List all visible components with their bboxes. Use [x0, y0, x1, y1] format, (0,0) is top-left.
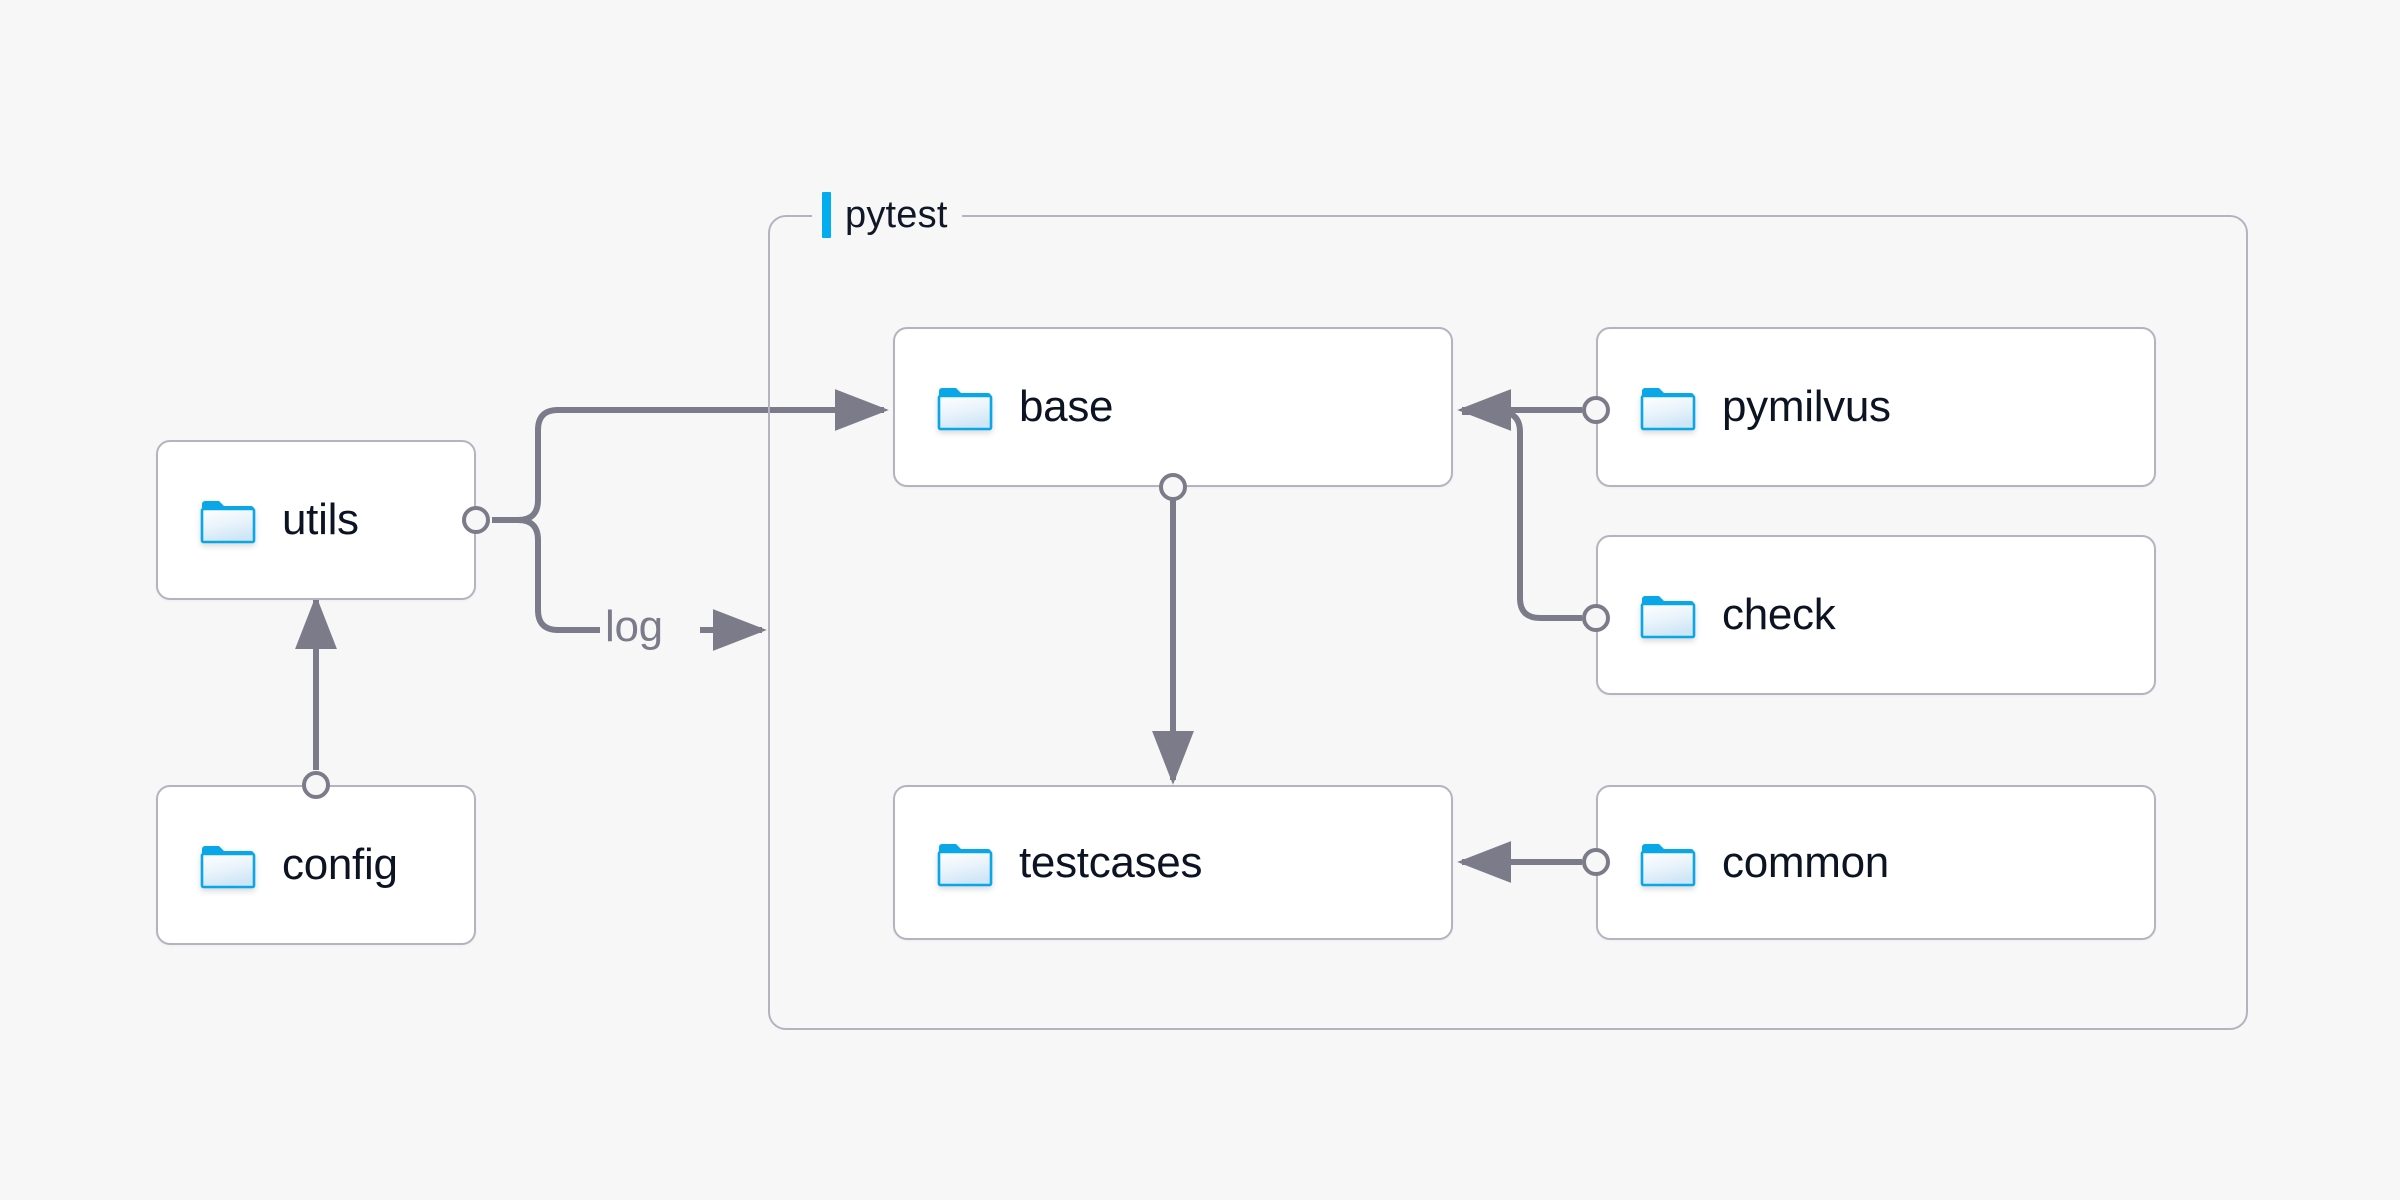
- node-base-label: base: [1019, 382, 1114, 431]
- port-utils-right[interactable]: [462, 506, 490, 534]
- node-testcases[interactable]: testcases: [893, 785, 1453, 940]
- node-config[interactable]: config: [156, 785, 476, 945]
- node-common-content: common: [1598, 838, 1889, 888]
- edge-label-log: log: [605, 602, 663, 651]
- folder-icon: [200, 501, 256, 544]
- port-base-bottom[interactable]: [1159, 473, 1187, 501]
- node-check-content: check: [1598, 590, 1836, 640]
- node-common[interactable]: common: [1596, 785, 2156, 940]
- node-pymilvus-label: pymilvus: [1722, 382, 1891, 431]
- folder-icon: [1640, 596, 1696, 639]
- node-utils-label: utils: [282, 495, 359, 544]
- folder-icon: [937, 843, 993, 886]
- port-check-left[interactable]: [1582, 604, 1610, 632]
- node-config-content: config: [158, 840, 398, 890]
- node-utils-content: utils: [158, 495, 359, 545]
- node-config-label: config: [282, 840, 398, 889]
- node-pymilvus-content: pymilvus: [1598, 382, 1891, 432]
- node-pymilvus[interactable]: pymilvus: [1596, 327, 2156, 487]
- node-common-label: common: [1722, 837, 1889, 887]
- port-config-top[interactable]: [302, 771, 330, 799]
- node-check-label: check: [1722, 590, 1836, 639]
- node-base-content: base: [895, 382, 1114, 432]
- group-pytest-label-text: pytest: [845, 193, 948, 236]
- node-testcases-label: testcases: [1019, 837, 1203, 887]
- port-common-left[interactable]: [1582, 848, 1610, 876]
- folder-icon: [937, 388, 993, 431]
- folder-icon: [1640, 388, 1696, 431]
- group-accent-bar-icon: [822, 192, 831, 238]
- group-pytest-label: pytest: [812, 192, 962, 238]
- port-pymilvus-left[interactable]: [1582, 396, 1610, 424]
- folder-icon: [200, 846, 256, 889]
- folder-icon: [1640, 843, 1696, 886]
- group-pytest: [768, 215, 2248, 1030]
- node-utils[interactable]: utils: [156, 440, 476, 600]
- node-base[interactable]: base: [893, 327, 1453, 487]
- node-check[interactable]: check: [1596, 535, 2156, 695]
- edge-utils-to-log: [492, 517, 600, 633]
- node-testcases-content: testcases: [895, 838, 1202, 888]
